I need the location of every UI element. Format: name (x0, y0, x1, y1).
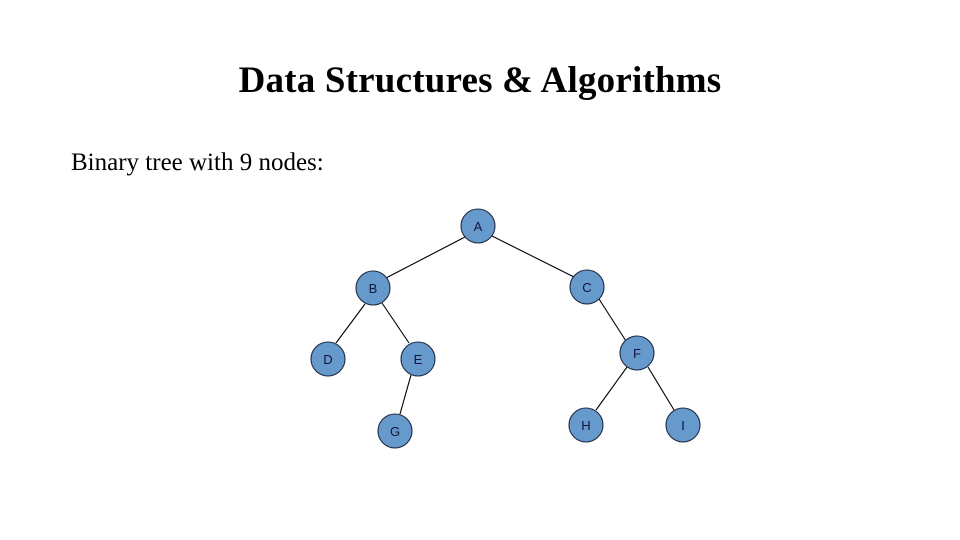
tree-node-g[interactable]: G (377, 413, 413, 449)
tree-node-h[interactable]: H (568, 407, 604, 443)
tree-edge-a-c (491, 235, 575, 278)
tree-node-label-d: D (323, 352, 332, 367)
tree-node-label-f: F (633, 346, 641, 361)
tree-edge-b-e (381, 302, 410, 344)
tree-node-b[interactable]: B (355, 270, 391, 306)
tree-node-circle-f (619, 335, 655, 371)
tree-node-circle-b (355, 270, 391, 306)
tree-node-label-g: G (390, 424, 400, 439)
tree-node-group: A B C D E F G H I (310, 208, 701, 449)
tree-node-f[interactable]: F (619, 335, 655, 371)
tree-node-label-h: H (581, 418, 590, 433)
tree-edge-e-g (399, 374, 412, 415)
tree-node-label-a: A (474, 219, 483, 234)
tree-node-circle-h (568, 407, 604, 443)
tree-node-circle-e (400, 341, 436, 377)
tree-node-circle-c (569, 269, 605, 305)
tree-node-circle-a (460, 208, 496, 244)
tree-edge-c-f (598, 298, 627, 342)
tree-node-label-c: C (582, 280, 591, 295)
tree-edge-b-d (335, 303, 366, 344)
slide-subtitle: Binary tree with 9 nodes: (71, 149, 324, 176)
tree-node-a[interactable]: A (460, 208, 496, 244)
tree-edge-a-b (385, 236, 466, 279)
tree-node-c[interactable]: C (569, 269, 605, 305)
tree-node-label-e: E (414, 352, 423, 367)
tree-edge-f-i (647, 366, 675, 411)
tree-edge-group (335, 235, 675, 415)
tree-edge-f-h (595, 366, 628, 411)
tree-node-i[interactable]: I (665, 407, 701, 443)
page-title: Data Structures & Algorithms (238, 60, 722, 101)
tree-node-circle-i (665, 407, 701, 443)
tree-node-e[interactable]: E (400, 341, 436, 377)
tree-node-label-b: B (369, 281, 378, 296)
tree-node-circle-g (377, 413, 413, 449)
tree-node-label-i: I (681, 418, 685, 433)
tree-node-d[interactable]: D (310, 341, 346, 377)
tree-node-circle-d (310, 341, 346, 377)
